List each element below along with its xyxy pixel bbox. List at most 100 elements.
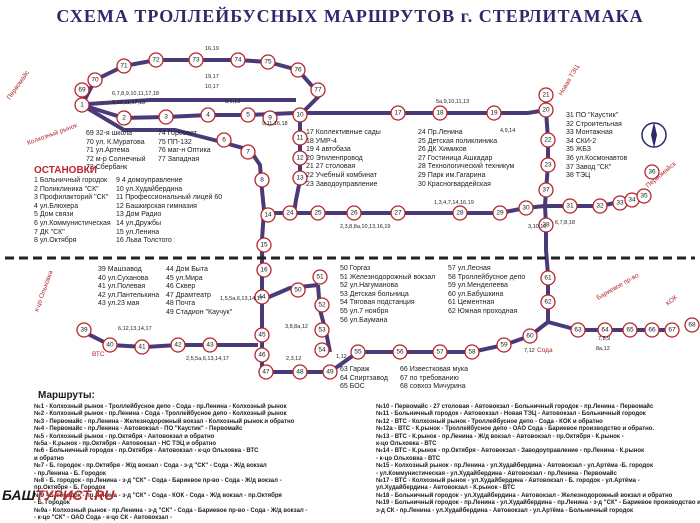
stop-number: 28: [456, 210, 464, 217]
stop-number: 51: [316, 274, 324, 281]
stop-circle: [254, 289, 270, 305]
stop-marker-47[interactable]: 47: [258, 364, 274, 380]
stop-marker-7[interactable]: 7: [240, 144, 256, 160]
stop-marker-32[interactable]: 32: [592, 198, 608, 214]
stop-marker-38[interactable]: 38: [538, 217, 554, 233]
stop-marker-75[interactable]: 75: [260, 54, 276, 70]
stop-legend-item: 35 ЖБЗ: [566, 146, 591, 154]
stop-marker-61[interactable]: 61: [540, 270, 556, 286]
stop-marker-76[interactable]: 76: [290, 62, 306, 78]
stop-marker-8[interactable]: 8: [254, 172, 270, 188]
stop-marker-40[interactable]: 40: [102, 337, 118, 353]
stop-marker-13[interactable]: 13: [292, 170, 308, 186]
stop-marker-50[interactable]: 50: [290, 282, 306, 298]
stop-marker-52[interactable]: 52: [314, 297, 330, 313]
stop-marker-15[interactable]: 15: [256, 237, 272, 253]
stop-marker-20[interactable]: 20: [538, 102, 554, 118]
stop-marker-17[interactable]: 17: [390, 105, 406, 121]
stop-marker-69[interactable]: 69: [74, 82, 90, 98]
stop-marker-27[interactable]: 27: [390, 205, 406, 221]
stop-marker-77[interactable]: 77: [310, 82, 326, 98]
route-tag: 6,7,8,9,10,11,17,18: [112, 91, 159, 97]
stop-legend-item: 70 ул. К.Муратова: [86, 138, 145, 146]
route-description: - ул.Коммунистическая - ул.Худайбердина …: [376, 470, 617, 477]
stop-marker-37[interactable]: 37: [538, 182, 554, 198]
stop-number: 33: [616, 200, 624, 207]
stop-marker-51[interactable]: 51: [312, 269, 328, 285]
stop-marker-3[interactable]: 3: [158, 109, 174, 125]
stop-marker-49[interactable]: 49: [322, 364, 338, 380]
stop-circle: [314, 322, 330, 338]
stop-marker-43[interactable]: 43: [202, 337, 218, 353]
stop-circle: [540, 294, 556, 310]
stop-marker-16[interactable]: 16: [256, 262, 272, 278]
stop-marker-26[interactable]: 26: [346, 205, 362, 221]
stop-marker-1[interactable]: 1: [74, 97, 90, 113]
stop-marker-39[interactable]: 39: [76, 322, 92, 338]
stop-marker-71[interactable]: 71: [116, 58, 132, 74]
stop-marker-58[interactable]: 58: [464, 344, 480, 360]
stop-marker-28[interactable]: 28: [452, 205, 468, 221]
stop-marker-2[interactable]: 2: [116, 110, 132, 126]
stop-marker-29[interactable]: 29: [492, 205, 508, 221]
stop-marker-74[interactable]: 74: [230, 52, 246, 68]
stop-marker-19[interactable]: 19: [486, 105, 502, 121]
stop-marker-62[interactable]: 62: [540, 294, 556, 310]
stop-legend-item: 74 Горсовет: [158, 130, 197, 137]
stop-marker-64[interactable]: 64: [597, 322, 613, 338]
stop-marker-44[interactable]: 44: [254, 289, 270, 305]
stop-marker-25[interactable]: 25: [310, 205, 326, 221]
stop-legend-item: 51 Железнодорожный вокзал: [340, 273, 436, 281]
stop-marker-35[interactable]: 35: [636, 188, 652, 204]
stop-marker-70[interactable]: 70: [87, 72, 103, 88]
stop-marker-4[interactable]: 4: [200, 107, 216, 123]
stop-marker-31[interactable]: 31: [562, 198, 578, 214]
stop-circle: [202, 337, 218, 353]
stop-marker-41[interactable]: 41: [134, 339, 150, 355]
stop-marker-21[interactable]: 21: [538, 87, 554, 103]
stop-marker-55[interactable]: 55: [350, 344, 366, 360]
stop-legend-item: 23 Заводоуправление: [306, 180, 378, 188]
stop-marker-45[interactable]: 45: [254, 327, 270, 343]
stop-marker-23[interactable]: 23: [540, 157, 556, 173]
stop-marker-9[interactable]: 9: [262, 110, 278, 126]
stop-marker-57[interactable]: 57: [432, 344, 448, 360]
stop-legend-item: 32 Строительная: [566, 120, 622, 128]
stop-marker-60[interactable]: 60: [522, 328, 538, 344]
route-description: №7 - Б. городок - пр.Октября - Ж/д вокза…: [34, 463, 267, 470]
stop-legend-item: 20 Этиленпровод: [306, 154, 363, 162]
stop-marker-42[interactable]: 42: [170, 337, 186, 353]
stop-marker-30[interactable]: 30: [518, 200, 534, 216]
stop-legend-item: 69 32-я школа: [86, 130, 133, 137]
stop-marker-5[interactable]: 5: [240, 107, 256, 123]
stop-marker-11[interactable]: 11: [292, 130, 308, 146]
stop-marker-18[interactable]: 18: [432, 105, 448, 121]
stop-legend-item: 22 Учебный комбинат: [306, 171, 377, 179]
stop-marker-65[interactable]: 65: [622, 322, 638, 338]
stop-marker-53[interactable]: 53: [314, 322, 330, 338]
stop-marker-63[interactable]: 63: [570, 322, 586, 338]
stop-marker-59[interactable]: 59: [496, 337, 512, 353]
stop-marker-36[interactable]: 36: [644, 164, 660, 180]
route-description: №2 - Колхозный рынок - пр.Ленина - Сода …: [34, 411, 287, 418]
stop-marker-46[interactable]: 46: [254, 347, 270, 363]
stop-marker-54[interactable]: 54: [314, 342, 330, 358]
stop-marker-12[interactable]: 12: [292, 150, 308, 166]
stop-marker-67[interactable]: 67: [664, 322, 680, 338]
stop-legend-item: 66 Известковая мука: [400, 366, 469, 373]
stop-marker-72[interactable]: 72: [148, 52, 164, 68]
stop-marker-6[interactable]: 6: [216, 132, 232, 148]
stop-marker-10[interactable]: 10: [292, 107, 308, 123]
stop-marker-73[interactable]: 73: [188, 52, 204, 68]
stop-marker-24[interactable]: 24: [282, 205, 298, 221]
stop-marker-14[interactable]: 14: [260, 207, 276, 223]
stop-legend-item: 28 Технологический техникум: [418, 163, 515, 171]
stop-marker-66[interactable]: 66: [644, 322, 660, 338]
route-description: №12 - ВТС - Колхозный рынок - Троллейбус…: [376, 418, 603, 425]
stop-marker-48[interactable]: 48: [292, 364, 308, 380]
stop-marker-22[interactable]: 22: [540, 132, 556, 148]
stop-marker-68[interactable]: 68: [684, 317, 700, 333]
stop-circle: [254, 172, 270, 188]
stop-number: 27: [394, 210, 402, 217]
stop-marker-56[interactable]: 56: [392, 344, 408, 360]
